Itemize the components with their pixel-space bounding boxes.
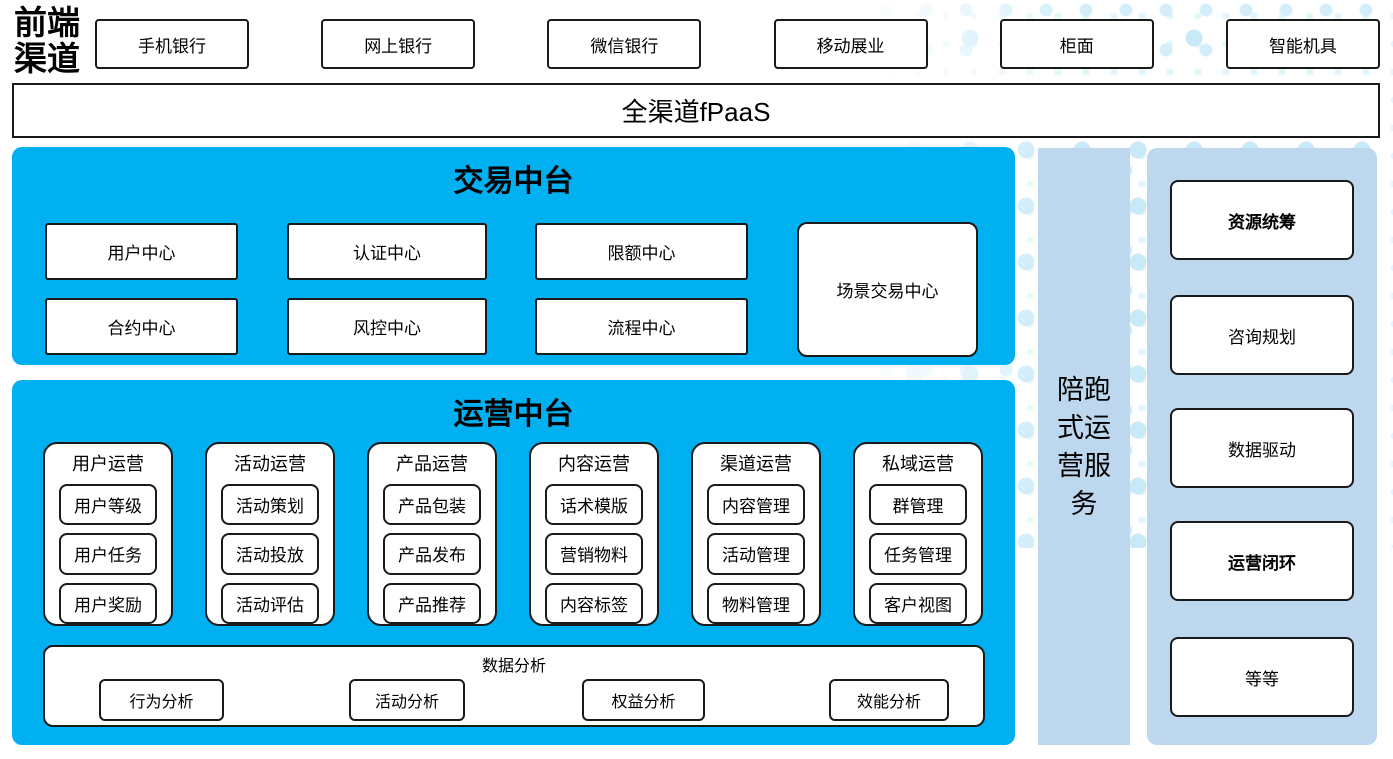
ops-item: 任务管理 — [869, 533, 967, 575]
ops-column-content: 内容运营 话术模版 营销物料 内容标签 — [529, 442, 659, 626]
ops-item: 产品发布 — [383, 533, 481, 575]
center-box-auth: 认证中心 — [287, 223, 487, 280]
transaction-platform-panel: 交易中台 用户中心 认证中心 限额中心 合约中心 风控中心 流程中心 场景交易中… — [12, 147, 1015, 365]
center-box-risk: 风控中心 — [287, 298, 487, 355]
operations-platform-title: 运营中台 — [453, 398, 574, 431]
channel-row: 手机银行 网上银行 微信银行 移动展业 柜面 智能机具 — [95, 19, 1380, 69]
ops-item: 内容标签 — [545, 582, 643, 624]
ops-item: 活动投放 — [221, 533, 319, 575]
ops-item: 话术模版 — [545, 484, 643, 526]
channel-box-online-banking: 网上银行 — [321, 19, 476, 69]
companion-operations-service-bar: 陪跑式运营服务 — [1038, 148, 1130, 745]
center-box-process: 流程中心 — [535, 298, 748, 355]
ops-column-header: 活动运营 — [234, 454, 306, 474]
ops-column-header: 渠道运营 — [720, 454, 792, 474]
service-box-resource-planning: 资源统筹 — [1170, 180, 1354, 260]
ops-column-header: 产品运营 — [396, 454, 468, 474]
ops-column-user: 用户运营 用户等级 用户任务 用户奖励 — [43, 442, 173, 626]
ops-item: 活动管理 — [707, 533, 805, 575]
channel-box-wechat-banking: 微信银行 — [547, 19, 702, 69]
center-box-contract: 合约中心 — [45, 298, 238, 355]
ops-item: 产品包装 — [383, 484, 481, 526]
ops-item: 活动评估 — [221, 582, 319, 624]
ops-item: 活动策划 — [221, 484, 319, 526]
service-box-data-driven: 数据驱动 — [1170, 408, 1354, 488]
analytics-item-behavior: 行为分析 — [99, 679, 224, 721]
analytics-item-rights: 权益分析 — [582, 679, 705, 721]
channel-box-counter: 柜面 — [999, 19, 1154, 69]
front-channels-label: 前端渠道 — [14, 6, 80, 78]
ops-column-product: 产品运营 产品包装 产品发布 产品推荐 — [367, 442, 497, 626]
ops-column-header: 私域运营 — [882, 454, 954, 474]
service-box-operations-loop: 运营闭环 — [1170, 521, 1354, 601]
transaction-platform-title: 交易中台 — [453, 165, 574, 198]
ops-item: 用户奖励 — [59, 582, 157, 624]
ops-column-header: 用户运营 — [72, 454, 144, 474]
analytics-item-activity: 活动分析 — [349, 679, 465, 721]
ops-item: 物料管理 — [707, 582, 805, 624]
channel-box-mobile-banking: 手机银行 — [95, 19, 249, 69]
ops-column-channel: 渠道运营 内容管理 活动管理 物料管理 — [691, 442, 821, 626]
ops-column-private-domain: 私域运营 群管理 任务管理 客户视图 — [853, 442, 983, 626]
channel-box-smart-devices: 智能机具 — [1225, 19, 1380, 69]
ops-column-header: 内容运营 — [558, 454, 630, 474]
ops-item: 用户任务 — [59, 533, 157, 575]
data-analytics-box: 数据分析 行为分析 活动分析 权益分析 效能分析 — [43, 645, 985, 727]
operations-platform-panel: 运营中台 用户运营 用户等级 用户任务 用户奖励 活动运营 活动策划 活动投放 … — [12, 380, 1015, 745]
ops-item: 群管理 — [869, 484, 967, 526]
service-box-etc: 等等 — [1170, 637, 1354, 717]
analytics-item-efficiency: 效能分析 — [829, 679, 949, 721]
data-analytics-header: 数据分析 — [481, 658, 546, 675]
services-panel: 资源统筹 咨询规划 数据驱动 运营闭环 等等 — [1147, 148, 1377, 745]
ops-item: 内容管理 — [707, 484, 805, 526]
ops-item: 营销物料 — [545, 533, 643, 575]
fpaas-bar: 全渠道fPaaS — [12, 83, 1380, 138]
ops-item: 客户视图 — [869, 582, 967, 624]
channel-box-mobile-sales: 移动展业 — [773, 19, 928, 69]
center-box-scenario-transaction: 场景交易中心 — [797, 222, 978, 357]
center-box-user: 用户中心 — [45, 223, 238, 280]
ops-item: 用户等级 — [59, 484, 157, 526]
ops-item: 产品推荐 — [383, 582, 481, 624]
companion-operations-service-label: 陪跑式运营服务 — [1057, 374, 1111, 519]
center-box-limit: 限额中心 — [535, 223, 748, 280]
service-box-consulting: 咨询规划 — [1170, 295, 1354, 375]
ops-column-activity: 活动运营 活动策划 活动投放 活动评估 — [205, 442, 335, 626]
